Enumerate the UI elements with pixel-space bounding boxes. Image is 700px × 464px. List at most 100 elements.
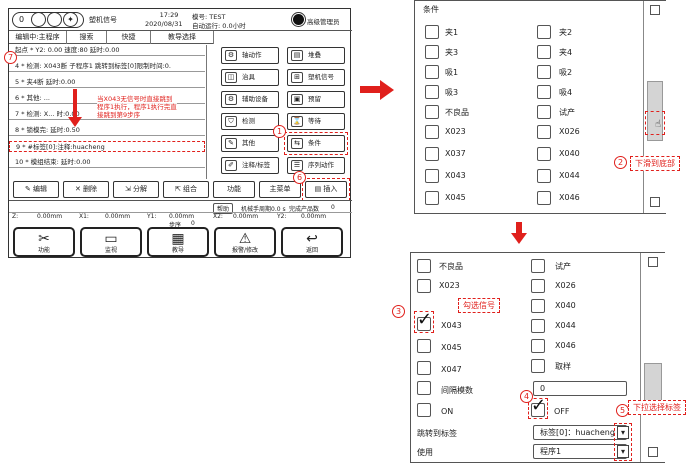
- chevron-down-icon[interactable]: ▾: [617, 445, 629, 458]
- program-row[interactable]: 10 * 模组结束: 延时:0.00: [9, 157, 205, 168]
- checkbox[interactable]: [417, 403, 431, 417]
- program-row[interactable]: 起点 * Y2: 0.00 速度:80 延时:0.00: [9, 45, 205, 56]
- main-menu-button[interactable]: 主菜单: [259, 181, 301, 198]
- checkbox[interactable]: [531, 299, 545, 313]
- nav-alarm-button[interactable]: ⚠报警/修改: [214, 227, 276, 257]
- tab-teach-select[interactable]: 教导选择: [151, 31, 214, 44]
- nav-back-button[interactable]: ↩返回: [281, 227, 343, 257]
- checkbox[interactable]: [425, 191, 439, 205]
- program-row[interactable]: 7 * 检测: X... 时:0.00: [9, 109, 205, 120]
- checkbox[interactable]: [425, 147, 439, 161]
- checkbox-label: 试产: [555, 262, 571, 271]
- checkbox[interactable]: [537, 25, 551, 39]
- coordinate-row: Z: 0.00mm X1: 0.00mm Y1: 0.00mm X2: 0.00…: [9, 212, 352, 220]
- checkbox[interactable]: [425, 85, 439, 99]
- panel-scrollbar[interactable]: [640, 253, 665, 462]
- program-row[interactable]: 5 * 夹4断 延时:0.00: [9, 77, 205, 88]
- scroll-down-button[interactable]: [648, 447, 658, 457]
- checkbox[interactable]: [531, 259, 545, 273]
- nav-function-button[interactable]: ✂功能: [13, 227, 75, 257]
- stack-button[interactable]: ▤堆叠: [287, 47, 345, 64]
- machine-signal-button[interactable]: ⊞塑机信号: [287, 69, 345, 86]
- jump-select[interactable]: 标签[0]：huacheng: [533, 425, 627, 440]
- scroll-up-button[interactable]: [650, 5, 660, 15]
- condition-button[interactable]: ⇆条件: [287, 135, 345, 152]
- wait-button[interactable]: ⌛等待: [287, 113, 345, 130]
- program-row[interactable]: 4 * 检测: X043断 子程序1 跳转到标签[0]限制时间:0.: [9, 61, 205, 72]
- sequence-button[interactable]: ☰序列动作: [287, 157, 345, 174]
- checkbox-x043[interactable]: [417, 317, 431, 331]
- edit-button[interactable]: ✎ 编辑: [13, 181, 59, 198]
- combine-button[interactable]: ⇱ 组合: [163, 181, 209, 198]
- checkbox[interactable]: [417, 339, 431, 353]
- checkbox[interactable]: [537, 65, 551, 79]
- checkbox[interactable]: [537, 125, 551, 139]
- machine-signal-label: 塑机信号: [89, 16, 117, 24]
- checkbox[interactable]: [417, 259, 431, 273]
- insert-button[interactable]: ▤ 插入: [305, 181, 347, 198]
- checkbox[interactable]: [425, 25, 439, 39]
- program-row[interactable]: 8 * 锁模完: 延时:0.50: [9, 125, 205, 136]
- axis-action-button[interactable]: ⚙轴动作: [221, 47, 279, 64]
- other-button[interactable]: ✎其他: [221, 135, 279, 152]
- nav-monitor-button[interactable]: ▭监视: [80, 227, 142, 257]
- checkbox[interactable]: [531, 319, 545, 333]
- checkbox[interactable]: [417, 361, 431, 375]
- coord-x1-value: 0.00mm: [105, 213, 131, 220]
- clock-date: 2020/08/31: [145, 20, 183, 28]
- tab-search[interactable]: 搜索: [67, 31, 107, 44]
- note-label-button[interactable]: ✐注释/标签: [221, 157, 279, 174]
- delete-button[interactable]: ✕ 删除: [63, 181, 109, 198]
- tab-shortcut[interactable]: 快捷: [107, 31, 151, 44]
- back-icon: ↩: [306, 231, 318, 247]
- checkbox-off[interactable]: [531, 403, 545, 417]
- status-led-2: [47, 12, 62, 27]
- check-mark-icon: ✓: [417, 309, 433, 330]
- checkbox[interactable]: [537, 105, 551, 119]
- scroll-up-button[interactable]: [648, 257, 658, 267]
- checkbox[interactable]: [537, 45, 551, 59]
- checkbox[interactable]: [537, 147, 551, 161]
- checkbox[interactable]: [531, 359, 545, 373]
- checkbox[interactable]: [425, 169, 439, 183]
- insert-icon: ▤: [314, 185, 322, 193]
- checkbox-label: X043: [445, 171, 466, 180]
- nav-teach-button[interactable]: ▦教导: [147, 227, 209, 257]
- reserve-button[interactable]: ▣预留: [287, 91, 345, 108]
- checkbox[interactable]: [425, 125, 439, 139]
- function-button[interactable]: 功能: [213, 181, 255, 198]
- teach-icon: ▦: [171, 231, 185, 247]
- program-list: 起点 * Y2: 0.00 速度:80 延时:0.00 4 * 检测: X043…: [9, 45, 205, 179]
- program-row-label[interactable]: 9 * #标签[0]:注释:huacheng: [9, 141, 205, 152]
- annotation-6: 6: [293, 171, 306, 184]
- scroll-down-button[interactable]: [650, 197, 660, 207]
- checkbox[interactable]: [417, 381, 431, 395]
- checkbox[interactable]: [531, 279, 545, 293]
- checkbox[interactable]: [417, 279, 431, 293]
- condition-panel-top: 条件 夹1 夹3 吸1 吸3 不良品 X023 X037 X043 X045 夹…: [414, 0, 666, 214]
- signal-pill: 0: [12, 12, 84, 28]
- panel-scrollbar[interactable]: [643, 1, 666, 213]
- program-scrollbar[interactable]: [206, 45, 214, 179]
- step-label: 步序: [169, 222, 182, 229]
- checkbox[interactable]: [425, 45, 439, 59]
- checkbox-label: 吸3: [445, 88, 459, 97]
- aux-device-button[interactable]: ⚙辅助设备: [221, 91, 279, 108]
- checkbox[interactable]: [537, 191, 551, 205]
- checkbox[interactable]: [425, 65, 439, 79]
- user-label[interactable]: 高级管理员: [307, 18, 340, 26]
- interval-input[interactable]: 0: [533, 381, 627, 396]
- help-button[interactable]: 帮助: [213, 203, 234, 214]
- tab-main-program[interactable]: 编辑中:主程序: [9, 31, 67, 44]
- split-button[interactable]: ⇲ 分解: [113, 181, 159, 198]
- fixture-button[interactable]: ◫治具: [221, 69, 279, 86]
- checkbox[interactable]: [531, 339, 545, 353]
- checkbox[interactable]: [537, 169, 551, 183]
- checkbox[interactable]: [537, 85, 551, 99]
- chevron-down-icon[interactable]: ▾: [617, 426, 629, 439]
- compass-icon: ✦: [63, 12, 78, 27]
- use-select[interactable]: 程序1: [533, 444, 627, 459]
- scroll-thumb[interactable]: [644, 363, 662, 403]
- detect-button[interactable]: ⛉检测: [221, 113, 279, 130]
- checkbox[interactable]: [425, 105, 439, 119]
